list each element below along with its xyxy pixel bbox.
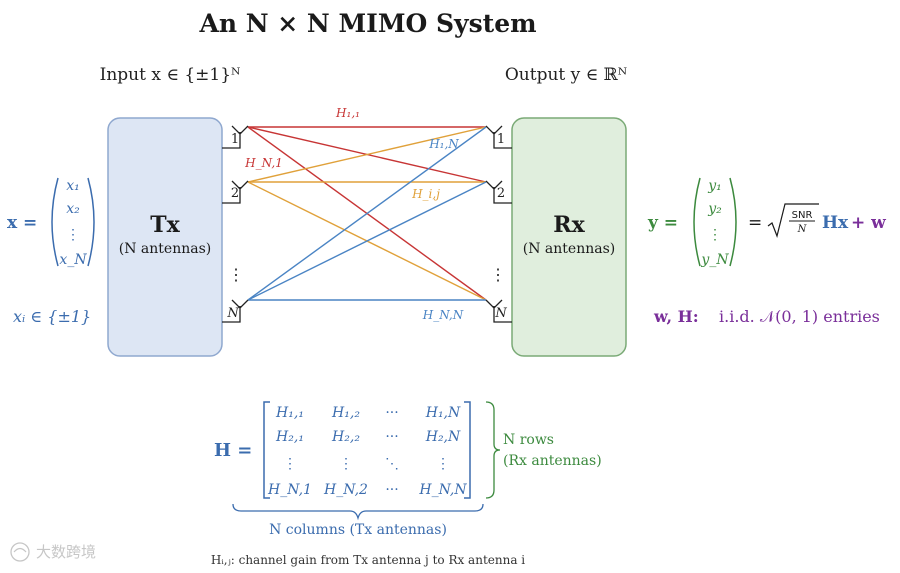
matrix-cell-r1-c2: H₁,₂ xyxy=(331,405,360,421)
rows-sublabel: (Rx antennas) xyxy=(503,453,602,469)
matrix-cell-r3-c1: ⋮ xyxy=(283,456,297,472)
x-entry-N: x_N xyxy=(59,252,87,268)
sqrt-icon xyxy=(767,203,819,238)
x-entry-1: x₁ xyxy=(66,178,80,194)
x-entry-dots: ⋮ xyxy=(66,227,80,243)
rows-brace xyxy=(485,401,501,499)
matrix-cell-r1-c1: H₁,₁ xyxy=(275,405,304,421)
y-equation: y = y₁ y₂ ⋮ y_N = SNR N Hx + w xyxy=(647,177,886,268)
channel-label-h11: H₁,₁ xyxy=(335,106,360,120)
tx-port-1: 1 xyxy=(231,132,239,147)
y-vector-left-paren xyxy=(693,177,701,267)
link-tx2-rx1 xyxy=(247,126,487,183)
rx-port-2: 2 xyxy=(497,186,505,201)
matrix-cell-r3-c3: ⋱ xyxy=(385,456,399,472)
watermark-text: 大数跨境 xyxy=(36,543,96,561)
watermark: 大数跨境 xyxy=(10,542,96,562)
link-txN-rx1 xyxy=(247,126,487,301)
y-entry-1: y₁ xyxy=(707,178,722,194)
channel-label-hNN: H_N,N xyxy=(422,308,464,322)
diagram-title: An N × N MIMO System xyxy=(198,9,536,38)
x-vector: x = x₁ x₂ ⋮ x_N xyxy=(7,177,95,268)
rows-label: N rows xyxy=(503,432,554,448)
y-vector-right-paren xyxy=(729,177,737,267)
rx-port-dots: ⋮ xyxy=(490,265,506,284)
matrix-cell-r4-c3: ··· xyxy=(385,482,398,498)
matrix-lhs: H = xyxy=(214,440,252,461)
rx-antenna-count: (N antennas) xyxy=(523,241,615,257)
channel-matrix: H = H₁,₁ H₁,₂ ··· H₁,N H₂,₁ H₂,₂ ··· H₂,N ⋮ ⋮ ⋱ ⋮ H_… xyxy=(214,401,602,538)
matrix-cell-r4-c1: H_N,1 xyxy=(267,482,312,498)
tx-port-2: 2 xyxy=(231,186,239,201)
rx-antenna-2-icon xyxy=(485,180,512,204)
tx-port-N: N xyxy=(226,306,239,321)
x-constraint: xᵢ ∈ {±1} xyxy=(13,307,91,326)
channel-links xyxy=(247,126,487,301)
snr-denominator: N xyxy=(797,224,808,235)
noise-note-symbols: w, H: xyxy=(653,307,699,326)
footnote: Hᵢ,ⱼ: channel gain from Tx antenna j to … xyxy=(211,553,525,567)
matrix-cell-r1-c3: ··· xyxy=(385,405,398,421)
rx-antenna-N-icon xyxy=(485,299,512,323)
columns-label: N columns (Tx antennas) xyxy=(269,522,447,538)
input-label: Input x ∈ {±1}ᴺ xyxy=(100,65,241,85)
matrix-right-bracket xyxy=(464,401,471,499)
tx-antennas xyxy=(222,125,249,323)
watermark-logo-icon xyxy=(10,542,30,562)
matrix-cell-r3-c4: ⋮ xyxy=(436,456,450,472)
y-entry-dots: ⋮ xyxy=(708,227,722,243)
y-entry-2: y₂ xyxy=(707,201,722,217)
rx-name: Rx xyxy=(553,212,585,238)
matrix-cell-r1-c4: H₁,N xyxy=(425,405,461,421)
x-vector-lhs: x = xyxy=(7,213,37,233)
tx-antenna-2-icon xyxy=(222,180,249,204)
rx-port-1: 1 xyxy=(497,132,505,147)
y-equals: = xyxy=(748,213,762,233)
matrix-cell-r2-c3: ··· xyxy=(385,429,398,445)
matrix-cell-r2-c1: H₂,₁ xyxy=(275,429,304,445)
tx-antenna-N-icon xyxy=(222,299,249,323)
tx-antenna-count: (N antennas) xyxy=(119,241,211,257)
channel-label-h1N: H₁,N xyxy=(428,137,459,151)
x-vector-left-paren xyxy=(51,177,59,267)
matrix-cell-r4-c2: H_N,2 xyxy=(323,482,368,498)
output-label: Output y ∈ ℝᴺ xyxy=(505,65,627,85)
channel-label-hN1: H_N,1 xyxy=(244,156,283,170)
tx-name: Tx xyxy=(150,212,180,238)
x-entry-2: x₂ xyxy=(66,201,80,217)
y-entry-N: y_N xyxy=(700,252,729,268)
rx-port-N: N xyxy=(494,306,507,321)
matrix-left-bracket xyxy=(263,401,270,499)
tx-antenna-1-icon xyxy=(222,125,249,149)
y-vector-lhs: y = xyxy=(647,213,678,233)
matrix-cell-r2-c2: H₂,₂ xyxy=(331,429,360,445)
matrix-cell-r4-c4: H_N,N xyxy=(418,482,467,498)
rx-box xyxy=(511,117,627,357)
rx-antenna-1-icon xyxy=(485,125,512,149)
tx-port-dots: ⋮ xyxy=(228,265,244,284)
channel-label-hij: H_i,j xyxy=(411,187,440,201)
matrix-cell-r2-c4: H₂,N xyxy=(425,429,461,445)
x-vector-right-paren xyxy=(87,177,95,267)
link-txN-rx2 xyxy=(247,181,487,301)
snr-numerator: SNR xyxy=(792,210,813,221)
noise-term: + w xyxy=(851,213,886,233)
hx-term: Hx xyxy=(822,213,849,233)
noise-note-text: i.i.d. 𝒩(0, 1) entries xyxy=(719,307,880,326)
matrix-cell-r3-c2: ⋮ xyxy=(339,456,353,472)
rx-antennas xyxy=(485,125,512,323)
columns-brace xyxy=(232,503,484,521)
tx-box xyxy=(107,117,223,357)
